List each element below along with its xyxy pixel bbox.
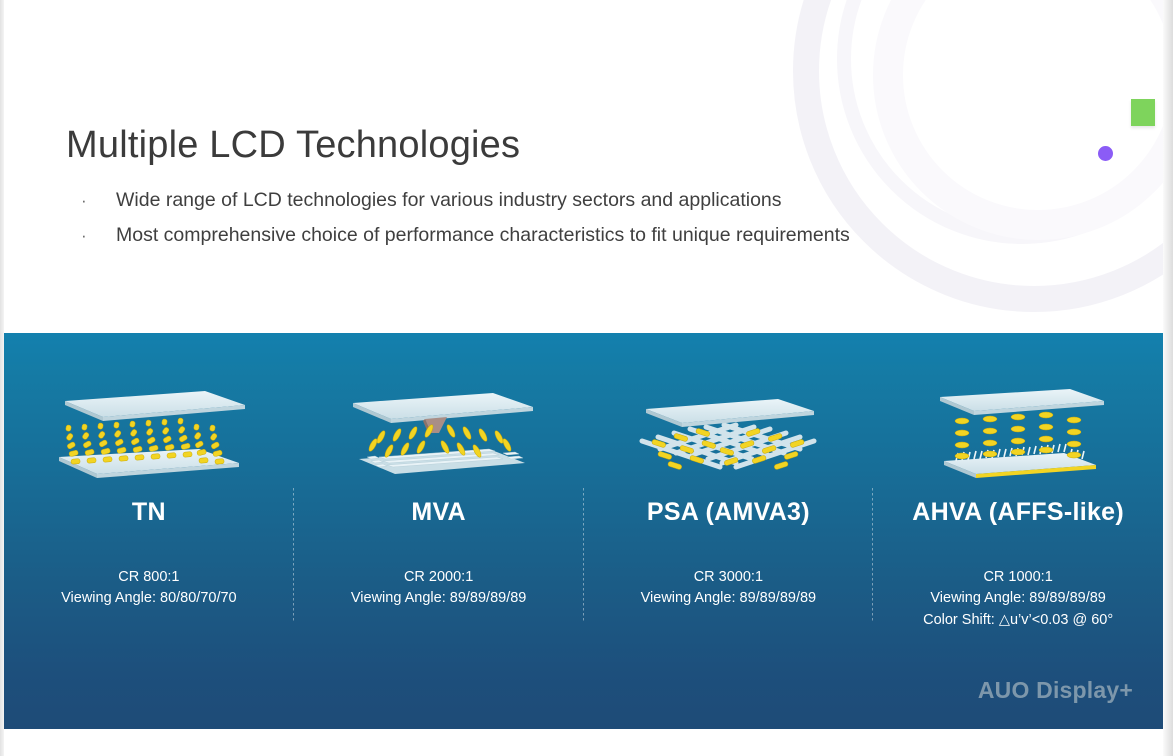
technology-specs: CR 800:1 Viewing Angle: 80/80/70/70 — [4, 567, 294, 610]
spec-line: Viewing Angle: 80/80/70/70 — [61, 590, 237, 607]
bullet-list: · Wide range of LCD technologies for var… — [74, 188, 1074, 259]
spec-line: CR 3000:1 — [693, 569, 764, 585]
technology-column-ahva: AHVA (AFFS-like) CR 1000:1 Viewing Angle… — [873, 333, 1163, 729]
spec-line: Color Shift: △u’v’<0.03 @ 60° — [923, 611, 1114, 628]
technology-name: AHVA (AFFS-like) — [912, 498, 1124, 526]
footer-brand-logo: AUO Display+ — [977, 677, 1133, 703]
technology-column-mva: MVA CR 2000:1 Viewing Angle: 89/89/89/89 — [294, 333, 584, 729]
technology-specs: CR 1000:1 Viewing Angle: 89/89/89/89 Col… — [873, 567, 1163, 631]
column-separator — [582, 488, 584, 623]
technology-columns: TN CR 800:1 Viewing Angle: 80/80/70/70 — [4, 333, 1163, 729]
psa-lcd-cell-diagram-icon — [628, 379, 828, 485]
decorative-green-square — [1131, 99, 1155, 126]
spec-line: CR 800:1 — [118, 569, 180, 585]
page-title: Multiple LCD Technologies — [66, 124, 521, 166]
slide-header-area: Multiple LCD Technologies · Wide range o… — [4, 0, 1163, 333]
spec-line: Viewing Angle: 89/89/89/89 — [930, 590, 1106, 607]
ahva-lcd-cell-diagram-icon — [918, 379, 1118, 485]
mva-lcd-cell-diagram-icon — [339, 379, 539, 485]
list-item: · Wide range of LCD technologies for var… — [74, 188, 1074, 212]
slide-right-edge — [1163, 0, 1173, 756]
decorative-purple-dot — [1098, 146, 1113, 161]
spec-line: Viewing Angle: 89/89/89/89 — [640, 590, 817, 607]
spec-line: Viewing Angle: 89/89/89/89 — [350, 590, 527, 607]
bullet-text: Most comprehensive choice of performance… — [116, 224, 850, 247]
bullet-marker-icon: · — [81, 191, 87, 210]
technology-comparison-panel: TN CR 800:1 Viewing Angle: 80/80/70/70 — [4, 333, 1163, 729]
spec-line: CR 1000:1 — [983, 569, 1053, 585]
column-separator — [292, 488, 294, 623]
technology-specs: CR 3000:1 Viewing Angle: 89/89/89/89 — [584, 567, 874, 610]
technology-name: PSA (AMVA3) — [646, 498, 810, 526]
technology-column-tn: TN CR 800:1 Viewing Angle: 80/80/70/70 — [4, 333, 294, 729]
bullet-text: Wide range of LCD technologies for vario… — [116, 189, 782, 211]
technology-name: MVA — [411, 498, 466, 526]
column-separator — [872, 488, 874, 623]
list-item: · Most comprehensive choice of performan… — [74, 223, 1074, 247]
technology-specs: CR 2000:1 Viewing Angle: 89/89/89/89 — [294, 567, 584, 610]
slide-left-edge — [0, 0, 4, 756]
tn-lcd-cell-diagram-icon — [49, 379, 249, 485]
technology-name: TN — [131, 498, 166, 526]
bullet-marker-icon: · — [81, 226, 87, 246]
spec-line: CR 2000:1 — [403, 569, 474, 585]
technology-column-psa: PSA (AMVA3) CR 3000:1 Viewing Angle: 89/… — [584, 333, 874, 729]
